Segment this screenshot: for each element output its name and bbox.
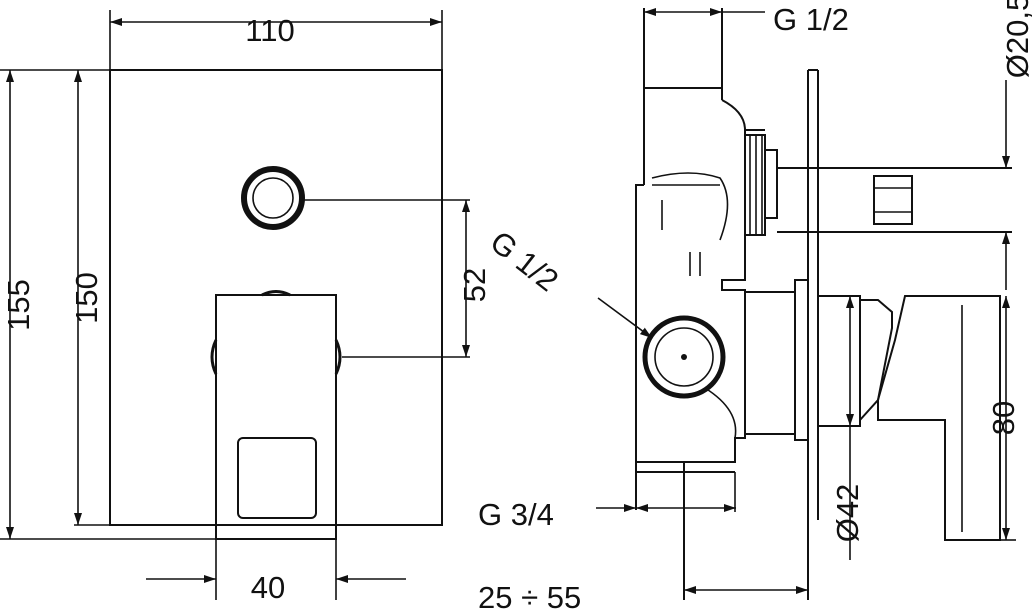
lever-handle <box>215 294 337 540</box>
diameter-42-label: Ø42 <box>830 484 865 543</box>
side-dimensions: G 1/2 Ø20,5 G 1/2 G 3/4 25 ÷ 55 Ø42 80 <box>478 0 1032 612</box>
dim-110-label: 110 <box>245 13 294 48</box>
valve-body-outline <box>635 184 746 463</box>
side-outlet-inner <box>654 327 714 387</box>
rosette <box>817 295 861 427</box>
lever-top-cap <box>261 290 291 297</box>
upper-outlet-ring-inner <box>252 177 294 219</box>
side-outlet-center <box>681 354 687 360</box>
thread-top-label: G 1/2 <box>773 2 849 37</box>
top-pipe-shoulder <box>721 99 746 238</box>
height-80-label: 80 <box>986 401 1021 435</box>
front-view <box>109 69 443 540</box>
body-curve-top <box>651 172 729 241</box>
lever-square-insert <box>237 437 317 519</box>
lever-left-hub <box>210 339 218 375</box>
cover-plate <box>109 69 443 526</box>
thread-side-label: G 1/2 <box>484 224 565 298</box>
thread-bottom-label: G 3/4 <box>478 497 554 532</box>
upper-outlet-ring-outer <box>241 166 305 230</box>
lever-neck <box>859 299 893 421</box>
nozzle-tip <box>764 149 778 219</box>
spout-aerator <box>873 175 913 225</box>
leader-side-thread <box>597 297 653 339</box>
lever-right-hub <box>334 339 342 375</box>
body-curve-bottom <box>704 387 737 439</box>
side-view <box>635 8 1012 600</box>
cartridge-housing <box>744 291 796 435</box>
dim-52-label: 52 <box>457 268 492 302</box>
dim-155-label: 155 <box>1 279 36 331</box>
diameter-top-label: Ø20,5 <box>1000 0 1032 78</box>
cartridge-flange <box>794 279 809 441</box>
dim-40-label: 40 <box>251 570 285 605</box>
depth-range-label: 25 ÷ 55 <box>478 580 581 612</box>
side-lever <box>877 295 1001 541</box>
dim-150-label: 150 <box>69 272 104 324</box>
front-dimensions: 110 155 150 52 40 <box>0 10 492 605</box>
